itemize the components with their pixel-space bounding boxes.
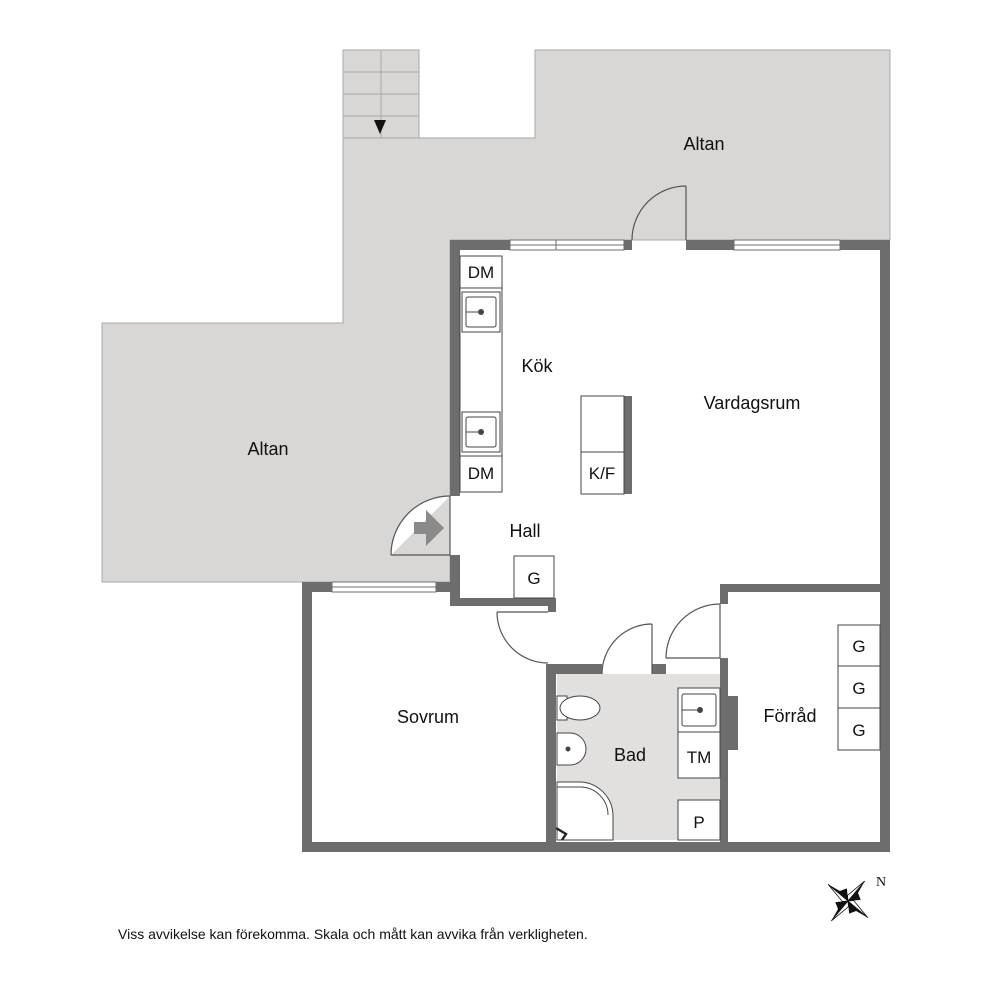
- shower-head-icon: [555, 826, 568, 841]
- fixture-label-tm: TM: [687, 748, 712, 767]
- fixture-label-g-hall: G: [527, 569, 540, 588]
- fixture-label-kf: K/F: [589, 464, 615, 483]
- kitchen-island: [580, 395, 625, 495]
- fixture-label-p: P: [693, 813, 704, 832]
- compass-rose-icon: [827, 880, 869, 922]
- room-label-sovrum: Sovrum: [397, 707, 459, 727]
- room-label-bad: Bad: [614, 745, 646, 765]
- room-label-vardagsrum: Vardagsrum: [704, 393, 801, 413]
- fixture-label-g-forrad-1: G: [852, 637, 865, 656]
- hall-cabinet: [513, 555, 555, 599]
- fixture-label-g-forrad-3: G: [852, 721, 865, 740]
- walls: [302, 240, 890, 852]
- room-label-altan-top: Altan: [683, 134, 724, 154]
- kitchen-counter: [459, 255, 503, 493]
- entrance-arrow-icon: [414, 510, 444, 546]
- kitchen-sink-icon: [461, 291, 501, 333]
- storage-cabinets: [837, 624, 881, 751]
- fixture-label-dm-top: DM: [468, 263, 494, 282]
- stairs-direction-arrow: [374, 120, 386, 134]
- room-label-altan-left: Altan: [247, 439, 288, 459]
- room-label-forrad: Förråd: [763, 706, 816, 726]
- disclaimer-text: Viss avvikelse kan förekomma. Skala och …: [118, 926, 588, 942]
- fixture-label-dm-bottom: DM: [468, 464, 494, 483]
- fixture-label-g-forrad-2: G: [852, 679, 865, 698]
- bath-fixtures: [556, 687, 721, 841]
- windows: [331, 239, 841, 593]
- room-label-hall: Hall: [509, 521, 540, 541]
- compass-north-label: N: [876, 875, 886, 890]
- room-label-kok: Kök: [521, 356, 553, 376]
- stove-icon: [461, 411, 501, 453]
